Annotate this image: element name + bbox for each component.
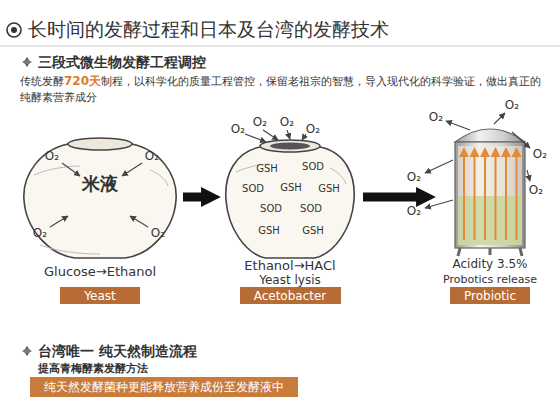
oxygen-label: O₂ xyxy=(145,149,159,163)
node-text: GSH xyxy=(258,225,280,236)
jar xyxy=(226,140,354,258)
flow-arrow xyxy=(363,193,420,202)
header-rule xyxy=(0,46,560,47)
oxygen-label: O₂ xyxy=(151,226,165,240)
band-text: Yeast xyxy=(84,290,115,302)
oxygen-label: O₂ xyxy=(280,115,294,129)
node-text: Acidity 3.5% xyxy=(453,257,528,271)
reaction-label: Ethanol→HACl xyxy=(244,258,335,274)
sub-heading: 提高青梅酵素发酵方法 xyxy=(38,362,148,375)
highlight-band: 纯天然发酵菌种更能释放营养成份至发酵液中 xyxy=(30,377,298,397)
jar-node: 米液 xyxy=(25,140,175,258)
jar xyxy=(24,138,176,258)
oxygen-label: O₂ xyxy=(231,122,245,136)
tank-node: Acidity 3.5% Probotics release xyxy=(440,110,540,288)
paragraph-text: 传统发酵 xyxy=(20,75,64,88)
bullet-icon xyxy=(11,27,17,33)
oxygen-label: O₂ xyxy=(306,122,320,136)
section-heading: 台湾唯一 纯天然制造流程 xyxy=(38,343,197,360)
node-text: SOD xyxy=(260,203,282,214)
reaction-label: Yeast lysis xyxy=(259,273,321,287)
node-text: GSH xyxy=(318,183,340,194)
oxygen-arrow xyxy=(50,113,530,227)
band-text: 纯天然发酵菌种更能释放营养成份至发酵液中 xyxy=(44,381,284,393)
oxygen-label: O₂ xyxy=(407,204,421,218)
node-text: SOD xyxy=(242,183,264,194)
oxygen-label: O₂ xyxy=(529,183,543,197)
node-text: GSH xyxy=(302,225,324,236)
node-text: GSH xyxy=(280,182,302,193)
oxygen-label: O₂ xyxy=(429,110,443,124)
node-text: 米液 xyxy=(82,172,118,196)
oxygen-label: O₂ xyxy=(45,149,59,163)
oxygen-label: O₂ xyxy=(33,226,47,240)
band-text: Acetobacter xyxy=(254,290,327,302)
section-heading: 三段式微生物发酵工程调控 xyxy=(38,54,206,71)
flower-icon xyxy=(22,346,32,356)
jar-node: GSHSODSODGSHGSHSODSODGSHGSH xyxy=(225,140,355,258)
release-arrow xyxy=(464,152,517,240)
stage-band: Yeast xyxy=(60,287,140,304)
node-text: GSH xyxy=(256,163,278,174)
paragraph-text: 720天 xyxy=(64,74,101,88)
oxygen-label: O₂ xyxy=(505,98,519,112)
node-text: SOD xyxy=(300,203,322,214)
stage-band: Acetobacter xyxy=(240,287,341,304)
band-text: Probiotic xyxy=(464,290,516,302)
intro-paragraph: 传统发酵720天制程，以科学化的质量工程管控，保留老祖宗的智慧，导入现代化的科学… xyxy=(20,73,545,106)
bullet-icon xyxy=(7,23,21,37)
oxygen-label: O₂ xyxy=(533,147,547,161)
flow-arrow xyxy=(183,193,205,202)
page-title: 长时间的发酵过程和日本及台湾的发酵技术 xyxy=(28,18,389,41)
node-text: Probotics release xyxy=(443,273,537,286)
flower-icon xyxy=(22,57,32,67)
stage-band: Probiotic xyxy=(450,287,530,304)
fermentation-tank xyxy=(455,129,525,256)
oxygen-label: O₂ xyxy=(253,115,267,129)
node-text: SOD xyxy=(302,161,324,172)
oxygen-label: O₂ xyxy=(407,170,421,184)
reaction-label: Glucose→Ethanol xyxy=(44,264,156,280)
